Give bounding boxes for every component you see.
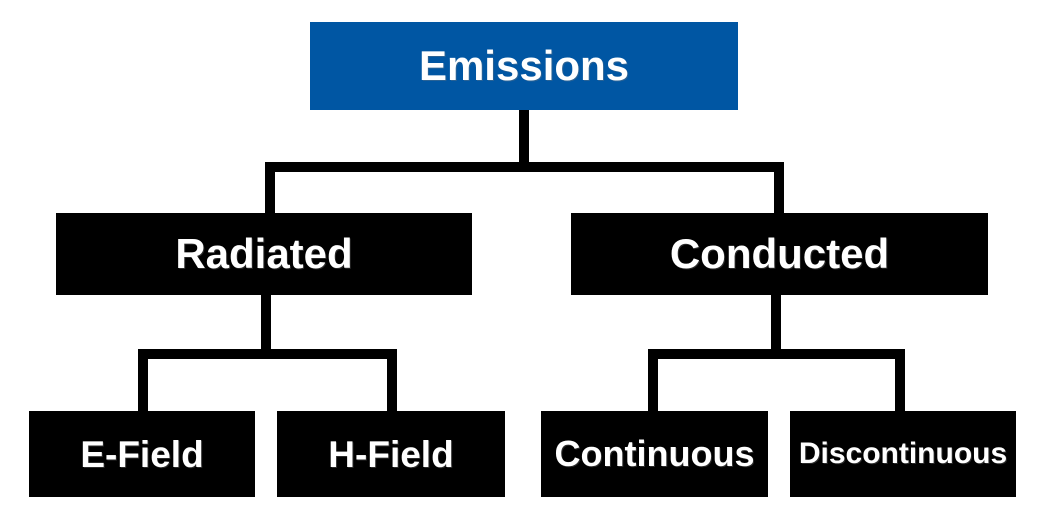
connector-radiated-stem xyxy=(261,295,271,359)
connector-to-radiated xyxy=(265,162,275,213)
node-emissions: Emissions xyxy=(310,22,738,110)
node-e-field: E-Field xyxy=(29,411,255,497)
node-discontinuous: Discontinuous xyxy=(790,411,1016,497)
node-h-field: H-Field xyxy=(277,411,505,497)
node-continuous: Continuous xyxy=(541,411,768,497)
connector-conducted-stem xyxy=(771,295,781,359)
connector-radiated-horizontal xyxy=(138,349,397,359)
node-radiated: Radiated xyxy=(56,213,472,295)
connector-to-e-field xyxy=(138,349,148,411)
node-conducted: Conducted xyxy=(571,213,988,295)
connector-conducted-horizontal xyxy=(648,349,905,359)
connector-to-continuous xyxy=(648,349,658,411)
connector-root-stem xyxy=(519,110,529,172)
connector-level1-horizontal xyxy=(265,162,784,172)
connector-to-conducted xyxy=(774,162,784,213)
connector-to-h-field xyxy=(387,349,397,411)
connector-to-discontinuous xyxy=(895,349,905,411)
